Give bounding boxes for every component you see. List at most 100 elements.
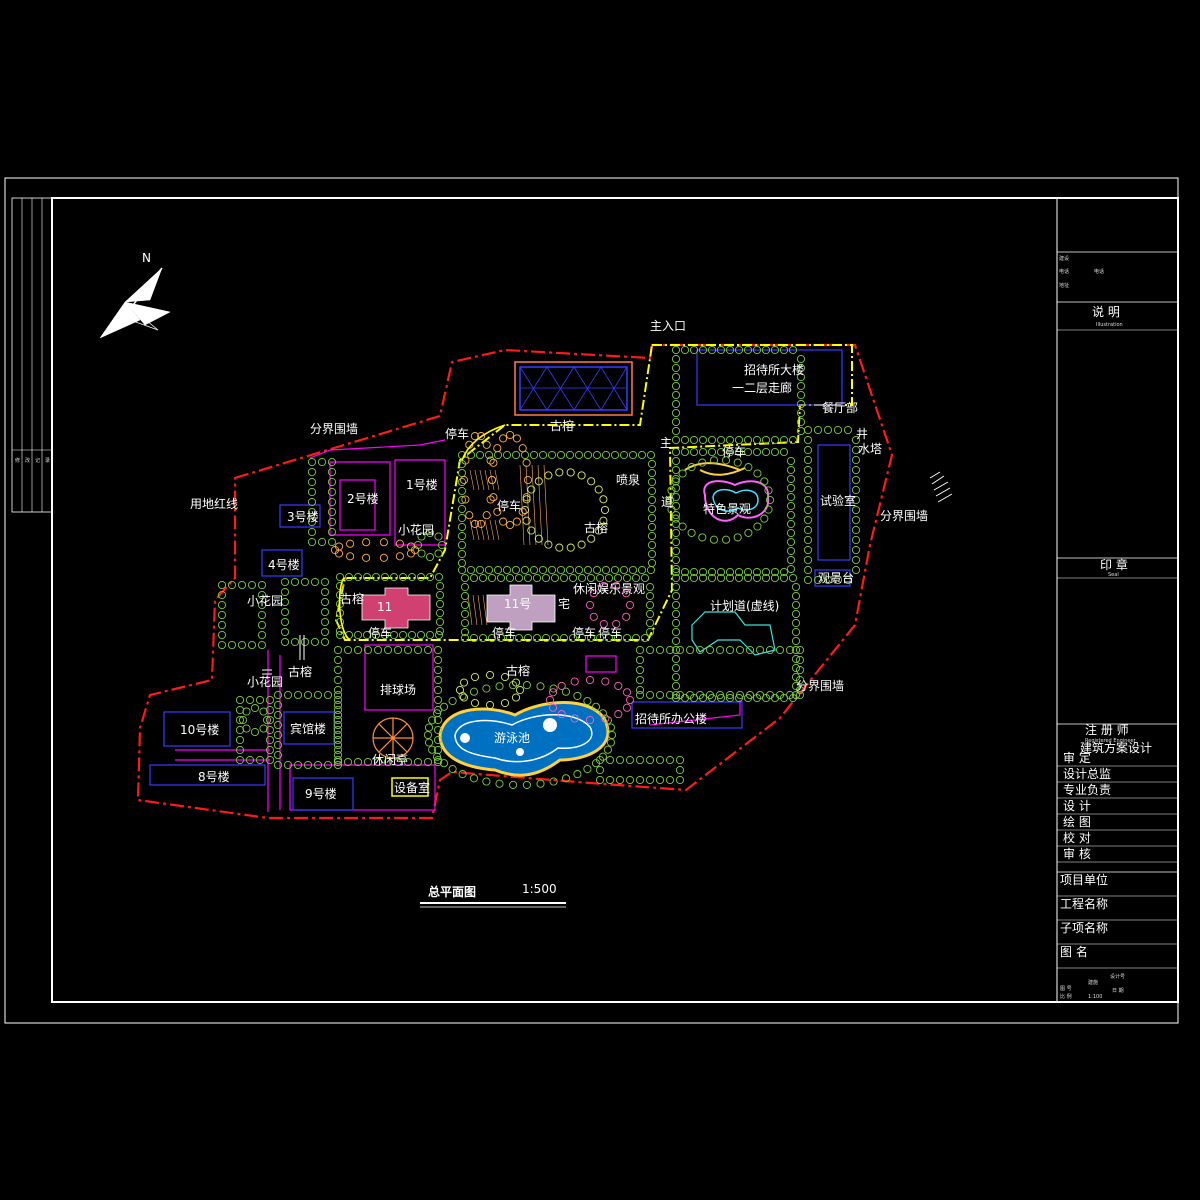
tree-icon	[470, 519, 479, 528]
tree-icon	[265, 725, 275, 735]
label-parking-mid: 停车	[497, 498, 521, 513]
tree-icon	[478, 633, 488, 643]
label-reception-office: 招待所办公楼	[635, 711, 707, 726]
tb-seal-title: 印 章	[1100, 557, 1128, 572]
tree-icon	[715, 690, 725, 700]
tree-icon	[460, 618, 470, 628]
tree-icon	[460, 633, 470, 643]
building-8	[149, 764, 266, 786]
tree-icon	[273, 690, 283, 700]
tree-icon	[725, 447, 735, 457]
tree-icon	[475, 450, 485, 460]
tree-icon	[695, 645, 705, 655]
tree-icon	[323, 690, 333, 700]
tree-icon	[217, 590, 227, 600]
tree-icon	[327, 527, 337, 537]
tree-icon	[465, 511, 474, 520]
tree-icon	[293, 690, 303, 700]
tree-icon	[791, 654, 801, 664]
tree-icon	[307, 527, 317, 537]
parking-stall	[474, 519, 480, 541]
tree-icon	[353, 572, 363, 582]
tree-icon	[851, 525, 861, 535]
tree-icon	[536, 682, 545, 691]
tree-icon	[217, 610, 227, 620]
tree-icon	[791, 582, 801, 592]
tree-icon	[522, 495, 531, 504]
tree-icon	[788, 693, 798, 703]
tree-icon	[333, 725, 343, 735]
label-well: 井	[856, 427, 868, 441]
tree-icon	[379, 538, 388, 547]
tree-icon	[709, 535, 719, 544]
tree-icon	[803, 565, 813, 575]
tree-icon	[518, 507, 527, 516]
building-9	[292, 777, 354, 811]
tree-icon	[307, 477, 317, 487]
parking-stall	[474, 469, 480, 491]
tree-icon	[333, 710, 343, 720]
tree-icon	[371, 630, 381, 640]
tree-icon	[577, 573, 587, 583]
tree-icon	[612, 619, 621, 629]
tree-icon	[522, 681, 531, 690]
tb-engineer-en: Registered Engineer	[1085, 738, 1137, 744]
tree-icon	[725, 435, 735, 445]
tree-icon	[671, 408, 681, 418]
tree-icon	[645, 775, 655, 785]
tree-icon	[753, 469, 762, 478]
tree-icon	[505, 573, 515, 583]
guesthouse-building	[283, 711, 335, 745]
tree-icon	[610, 450, 620, 460]
tree-icon	[786, 519, 796, 529]
tree-icon	[743, 573, 753, 583]
tree-icon	[779, 567, 789, 577]
tree-icon	[545, 695, 555, 705]
tree-icon	[307, 517, 317, 527]
tree-icon	[523, 633, 533, 643]
tree-icon	[589, 612, 598, 621]
tree-icon	[796, 381, 806, 391]
tree-icon	[460, 591, 470, 601]
tree-icon	[791, 690, 801, 700]
tree-icon	[671, 567, 681, 577]
tree-icon	[647, 486, 657, 496]
label-red-line: 用地红线	[190, 496, 238, 511]
equipment-room	[391, 777, 429, 797]
label-stage: 观景台	[818, 570, 854, 585]
tree-icon	[745, 645, 755, 655]
inner-frame	[51, 197, 1179, 1003]
tree-icon	[595, 765, 605, 775]
tree-icon	[511, 678, 521, 687]
tree-icon	[280, 637, 290, 647]
tree-icon	[734, 447, 744, 457]
tree-icon	[671, 426, 681, 436]
tree-icon	[851, 515, 861, 525]
tree-icon	[775, 645, 785, 655]
inner-roads	[338, 424, 506, 641]
tree-icon	[327, 537, 337, 547]
tree-icon	[499, 517, 508, 526]
tree-icon	[559, 573, 569, 583]
tree-icon	[448, 696, 457, 706]
tree-icon	[493, 565, 503, 575]
tb-ratio-value: 1:100	[1088, 994, 1102, 1000]
tree-icon	[705, 690, 715, 700]
tree-icon	[716, 447, 726, 457]
tree-icon	[671, 465, 681, 475]
tree-icon	[851, 455, 861, 465]
tree-icon	[499, 434, 508, 443]
label-building-8: 8号楼	[198, 769, 230, 784]
tree-icon	[716, 435, 726, 445]
tree-icon	[255, 755, 265, 765]
tree-icon	[645, 755, 655, 765]
tree-icon	[502, 565, 512, 575]
tree-icon	[460, 582, 470, 592]
tree-icon	[595, 633, 605, 643]
label-parking-b4: 停车	[598, 625, 622, 640]
tree-icon	[457, 549, 467, 559]
tree-icon	[745, 690, 755, 700]
tree-icon	[455, 685, 465, 695]
tree-icon	[851, 555, 861, 565]
tree-icon	[733, 533, 742, 542]
